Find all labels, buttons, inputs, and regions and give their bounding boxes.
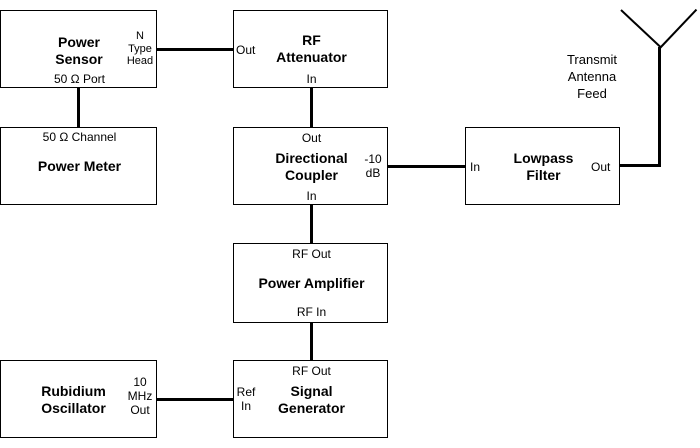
directional-coupler-in-label: In (306, 189, 317, 203)
rf-attenuator-in-label: In (306, 72, 317, 86)
lowpass-filter-in-label: In (470, 160, 481, 174)
directional-coupler-out-label: Out (301, 131, 322, 145)
power-amplifier-in-label: RF In (296, 305, 327, 319)
antenna-right-element (659, 8, 698, 49)
wire-amplifier-generator (310, 323, 313, 360)
power-sensor-port-label: 50 Ω Port (54, 72, 105, 86)
wire-coupler-filter (388, 165, 465, 168)
wire-filter-antenna-horizontal (620, 164, 661, 167)
wire-coupler-amplifier (310, 205, 313, 243)
lowpass-filter-out-label: Out (591, 160, 611, 174)
power-meter-block: 50 Ω Channel Power Meter (0, 127, 157, 205)
wire-sensor-meter (77, 88, 80, 127)
antenna-left-element (620, 9, 662, 49)
wire-attenuator-coupler (310, 88, 313, 127)
power-meter-title: Power Meter (37, 158, 122, 174)
rf-attenuator-out-label: Out (236, 43, 256, 57)
signal-generator-out-label: RF Out (292, 364, 331, 378)
power-amplifier-block: RF Out Power Amplifier RF In (233, 243, 388, 323)
wire-filter-antenna-vertical (658, 47, 661, 167)
power-amplifier-out-label: RF Out (292, 247, 331, 261)
wire-oscillator-generator (157, 398, 233, 401)
power-meter-channel-label: 50 Ω Channel (42, 130, 117, 144)
power-amplifier-title: Power Amplifier (258, 275, 365, 291)
wire-sensor-attenuator (157, 48, 233, 51)
